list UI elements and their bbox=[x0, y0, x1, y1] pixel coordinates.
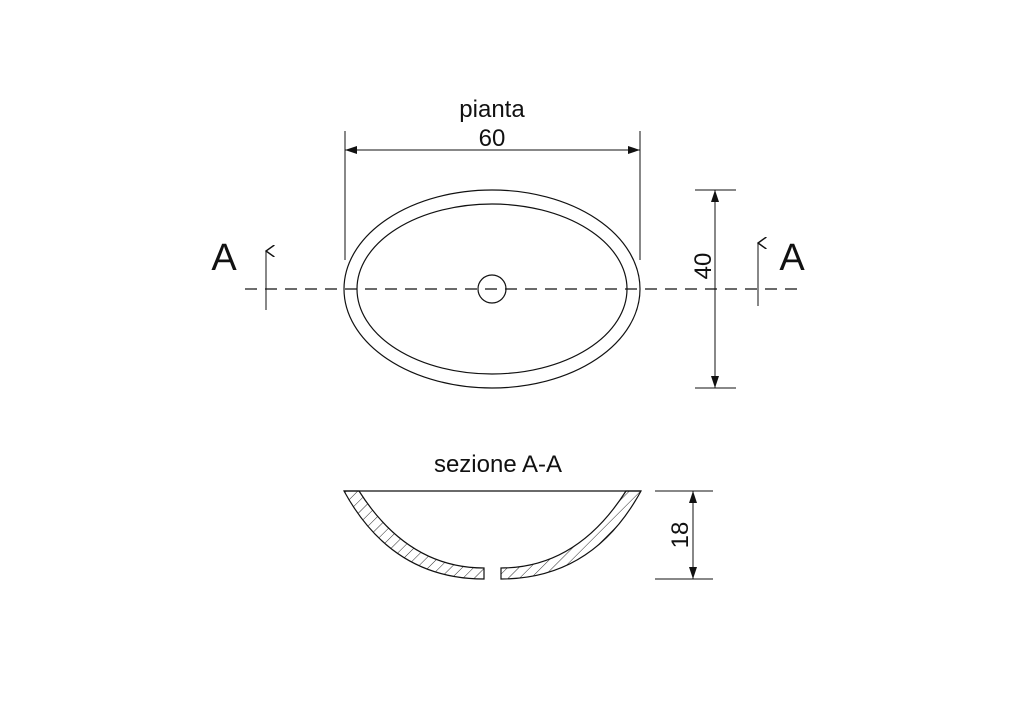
depth-dimension: 40 bbox=[690, 189, 736, 389]
width-dimension: 60 bbox=[344, 125, 641, 260]
plan-title: pianta bbox=[459, 96, 525, 123]
plan-view: pianta 60 40 A A bbox=[211, 96, 805, 389]
width-label: 60 bbox=[479, 125, 506, 152]
cut-label-right: A bbox=[779, 237, 805, 279]
basin-outer-rim bbox=[343, 189, 641, 389]
depth-label: 40 bbox=[690, 253, 717, 280]
section-view: sezione A-A 18 bbox=[342, 451, 713, 580]
height-dimension: 18 bbox=[655, 490, 713, 580]
section-wall-right bbox=[500, 490, 643, 580]
section-wall-left bbox=[342, 490, 485, 580]
cut-label-left: A bbox=[211, 237, 237, 279]
section-title: sezione A-A bbox=[434, 451, 562, 478]
height-label: 18 bbox=[667, 522, 694, 549]
section-cut-line: A A bbox=[211, 237, 805, 310]
